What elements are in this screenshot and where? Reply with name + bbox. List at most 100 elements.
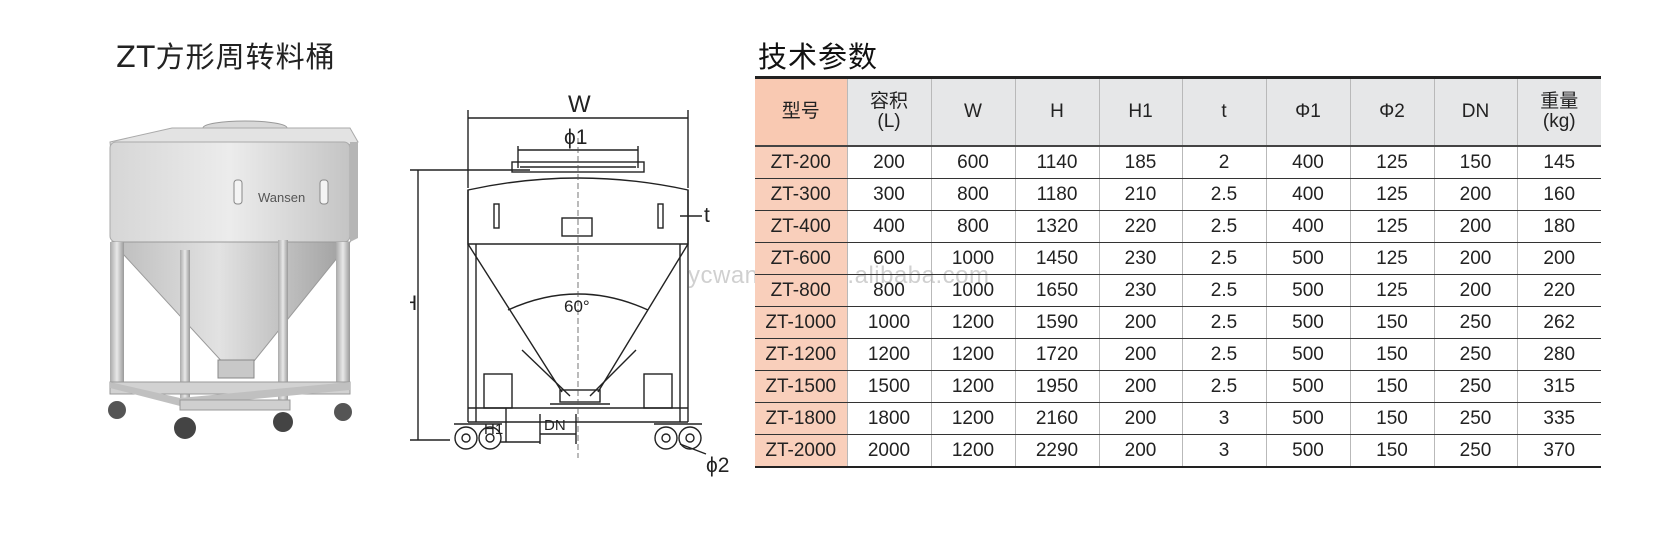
cell-weight: 200 bbox=[1517, 242, 1601, 275]
cell-h: 1950 bbox=[1015, 370, 1100, 403]
cell-h1: 230 bbox=[1099, 274, 1183, 307]
col-header-h1: H1 bbox=[1099, 76, 1183, 147]
dim-label-h: H bbox=[410, 292, 417, 315]
product-photo: Wansen bbox=[108, 120, 359, 439]
cell-volume: 200 bbox=[847, 146, 932, 179]
cell-phi2: 150 bbox=[1350, 434, 1435, 468]
col-header-phi1: Φ1 bbox=[1266, 76, 1351, 147]
col-header-h: H bbox=[1015, 76, 1100, 147]
cell-h1: 200 bbox=[1099, 402, 1183, 435]
brand-logo: Wansen bbox=[258, 190, 305, 205]
cell-phi2: 125 bbox=[1350, 242, 1435, 275]
cell-t: 2.5 bbox=[1182, 274, 1267, 307]
cell-dn: 200 bbox=[1434, 242, 1518, 275]
cell-volume: 1000 bbox=[847, 306, 932, 339]
cell-t: 2 bbox=[1182, 146, 1267, 179]
technical-drawing: W ϕ1 t H 60° H1 DN ϕ2 bbox=[410, 91, 729, 477]
cell-model: ZT-1200 bbox=[755, 338, 848, 371]
col-header-phi2: Φ2 bbox=[1350, 76, 1435, 147]
cell-h1: 220 bbox=[1099, 210, 1183, 243]
dim-label-dn: DN bbox=[544, 417, 566, 434]
cell-h: 1140 bbox=[1015, 146, 1100, 179]
cell-t: 3 bbox=[1182, 434, 1267, 468]
col-header-t: t bbox=[1182, 76, 1267, 147]
cell-dn: 200 bbox=[1434, 274, 1518, 307]
cell-w: 1200 bbox=[931, 306, 1016, 339]
cell-t: 2.5 bbox=[1182, 210, 1267, 243]
cell-weight: 160 bbox=[1517, 178, 1601, 211]
product-title: ZT方形周转料桶 bbox=[116, 40, 336, 74]
cell-weight: 180 bbox=[1517, 210, 1601, 243]
cell-weight: 335 bbox=[1517, 402, 1601, 435]
params-title: 技术参数 bbox=[758, 40, 879, 74]
cell-phi2: 150 bbox=[1350, 402, 1435, 435]
cell-phi2: 125 bbox=[1350, 210, 1435, 243]
cell-w: 800 bbox=[931, 210, 1016, 243]
cell-phi2: 125 bbox=[1350, 146, 1435, 179]
cell-model: ZT-600 bbox=[755, 242, 848, 275]
cell-phi1: 400 bbox=[1266, 210, 1351, 243]
col-header-volume: 容积(L) bbox=[847, 76, 932, 147]
cell-t: 2.5 bbox=[1182, 370, 1267, 403]
dim-label-w: W bbox=[568, 91, 591, 118]
cell-h: 1450 bbox=[1015, 242, 1100, 275]
cell-volume: 600 bbox=[847, 242, 932, 275]
cell-weight: 280 bbox=[1517, 338, 1601, 371]
cell-phi2: 125 bbox=[1350, 178, 1435, 211]
cell-h: 1720 bbox=[1015, 338, 1100, 371]
dim-label-angle: 60° bbox=[564, 297, 590, 316]
cell-w: 1200 bbox=[931, 402, 1016, 435]
cell-dn: 200 bbox=[1434, 178, 1518, 211]
cell-volume: 2000 bbox=[847, 434, 932, 468]
cell-h1: 200 bbox=[1099, 306, 1183, 339]
cell-weight: 220 bbox=[1517, 274, 1601, 307]
cell-model: ZT-1000 bbox=[755, 306, 848, 339]
dim-label-t: t bbox=[704, 204, 710, 227]
dim-label-h1: H1 bbox=[484, 421, 503, 438]
cell-volume: 1200 bbox=[847, 338, 932, 371]
cell-t: 3 bbox=[1182, 402, 1267, 435]
cell-h1: 200 bbox=[1099, 434, 1183, 468]
cell-model: ZT-200 bbox=[755, 146, 848, 179]
cell-phi1: 500 bbox=[1266, 242, 1351, 275]
cell-phi1: 500 bbox=[1266, 338, 1351, 371]
cell-phi1: 500 bbox=[1266, 274, 1351, 307]
cell-dn: 250 bbox=[1434, 370, 1518, 403]
cell-dn: 250 bbox=[1434, 306, 1518, 339]
cell-dn: 200 bbox=[1434, 210, 1518, 243]
cell-h: 1650 bbox=[1015, 274, 1100, 307]
cell-volume: 400 bbox=[847, 210, 932, 243]
cell-h: 1590 bbox=[1015, 306, 1100, 339]
cell-weight: 315 bbox=[1517, 370, 1601, 403]
cell-h: 2290 bbox=[1015, 434, 1100, 468]
cell-phi1: 500 bbox=[1266, 434, 1351, 468]
col-header-dn: DN bbox=[1434, 76, 1518, 147]
col-header-w: W bbox=[931, 76, 1016, 147]
cell-volume: 300 bbox=[847, 178, 932, 211]
cell-phi2: 125 bbox=[1350, 274, 1435, 307]
dim-label-phi2: ϕ2 bbox=[706, 454, 729, 477]
cell-t: 2.5 bbox=[1182, 338, 1267, 371]
cell-model: ZT-800 bbox=[755, 274, 848, 307]
cell-h1: 200 bbox=[1099, 370, 1183, 403]
cell-h: 1180 bbox=[1015, 178, 1100, 211]
cell-model: ZT-300 bbox=[755, 178, 848, 211]
cell-phi1: 400 bbox=[1266, 146, 1351, 179]
cell-dn: 250 bbox=[1434, 402, 1518, 435]
cell-dn: 250 bbox=[1434, 434, 1518, 468]
cell-model: ZT-2000 bbox=[755, 434, 848, 468]
cell-weight: 262 bbox=[1517, 306, 1601, 339]
cell-phi1: 500 bbox=[1266, 402, 1351, 435]
cell-model: ZT-1800 bbox=[755, 402, 848, 435]
cell-dn: 250 bbox=[1434, 338, 1518, 371]
col-header-weight: 重量(kg) bbox=[1517, 76, 1601, 147]
cell-volume: 1800 bbox=[847, 402, 932, 435]
